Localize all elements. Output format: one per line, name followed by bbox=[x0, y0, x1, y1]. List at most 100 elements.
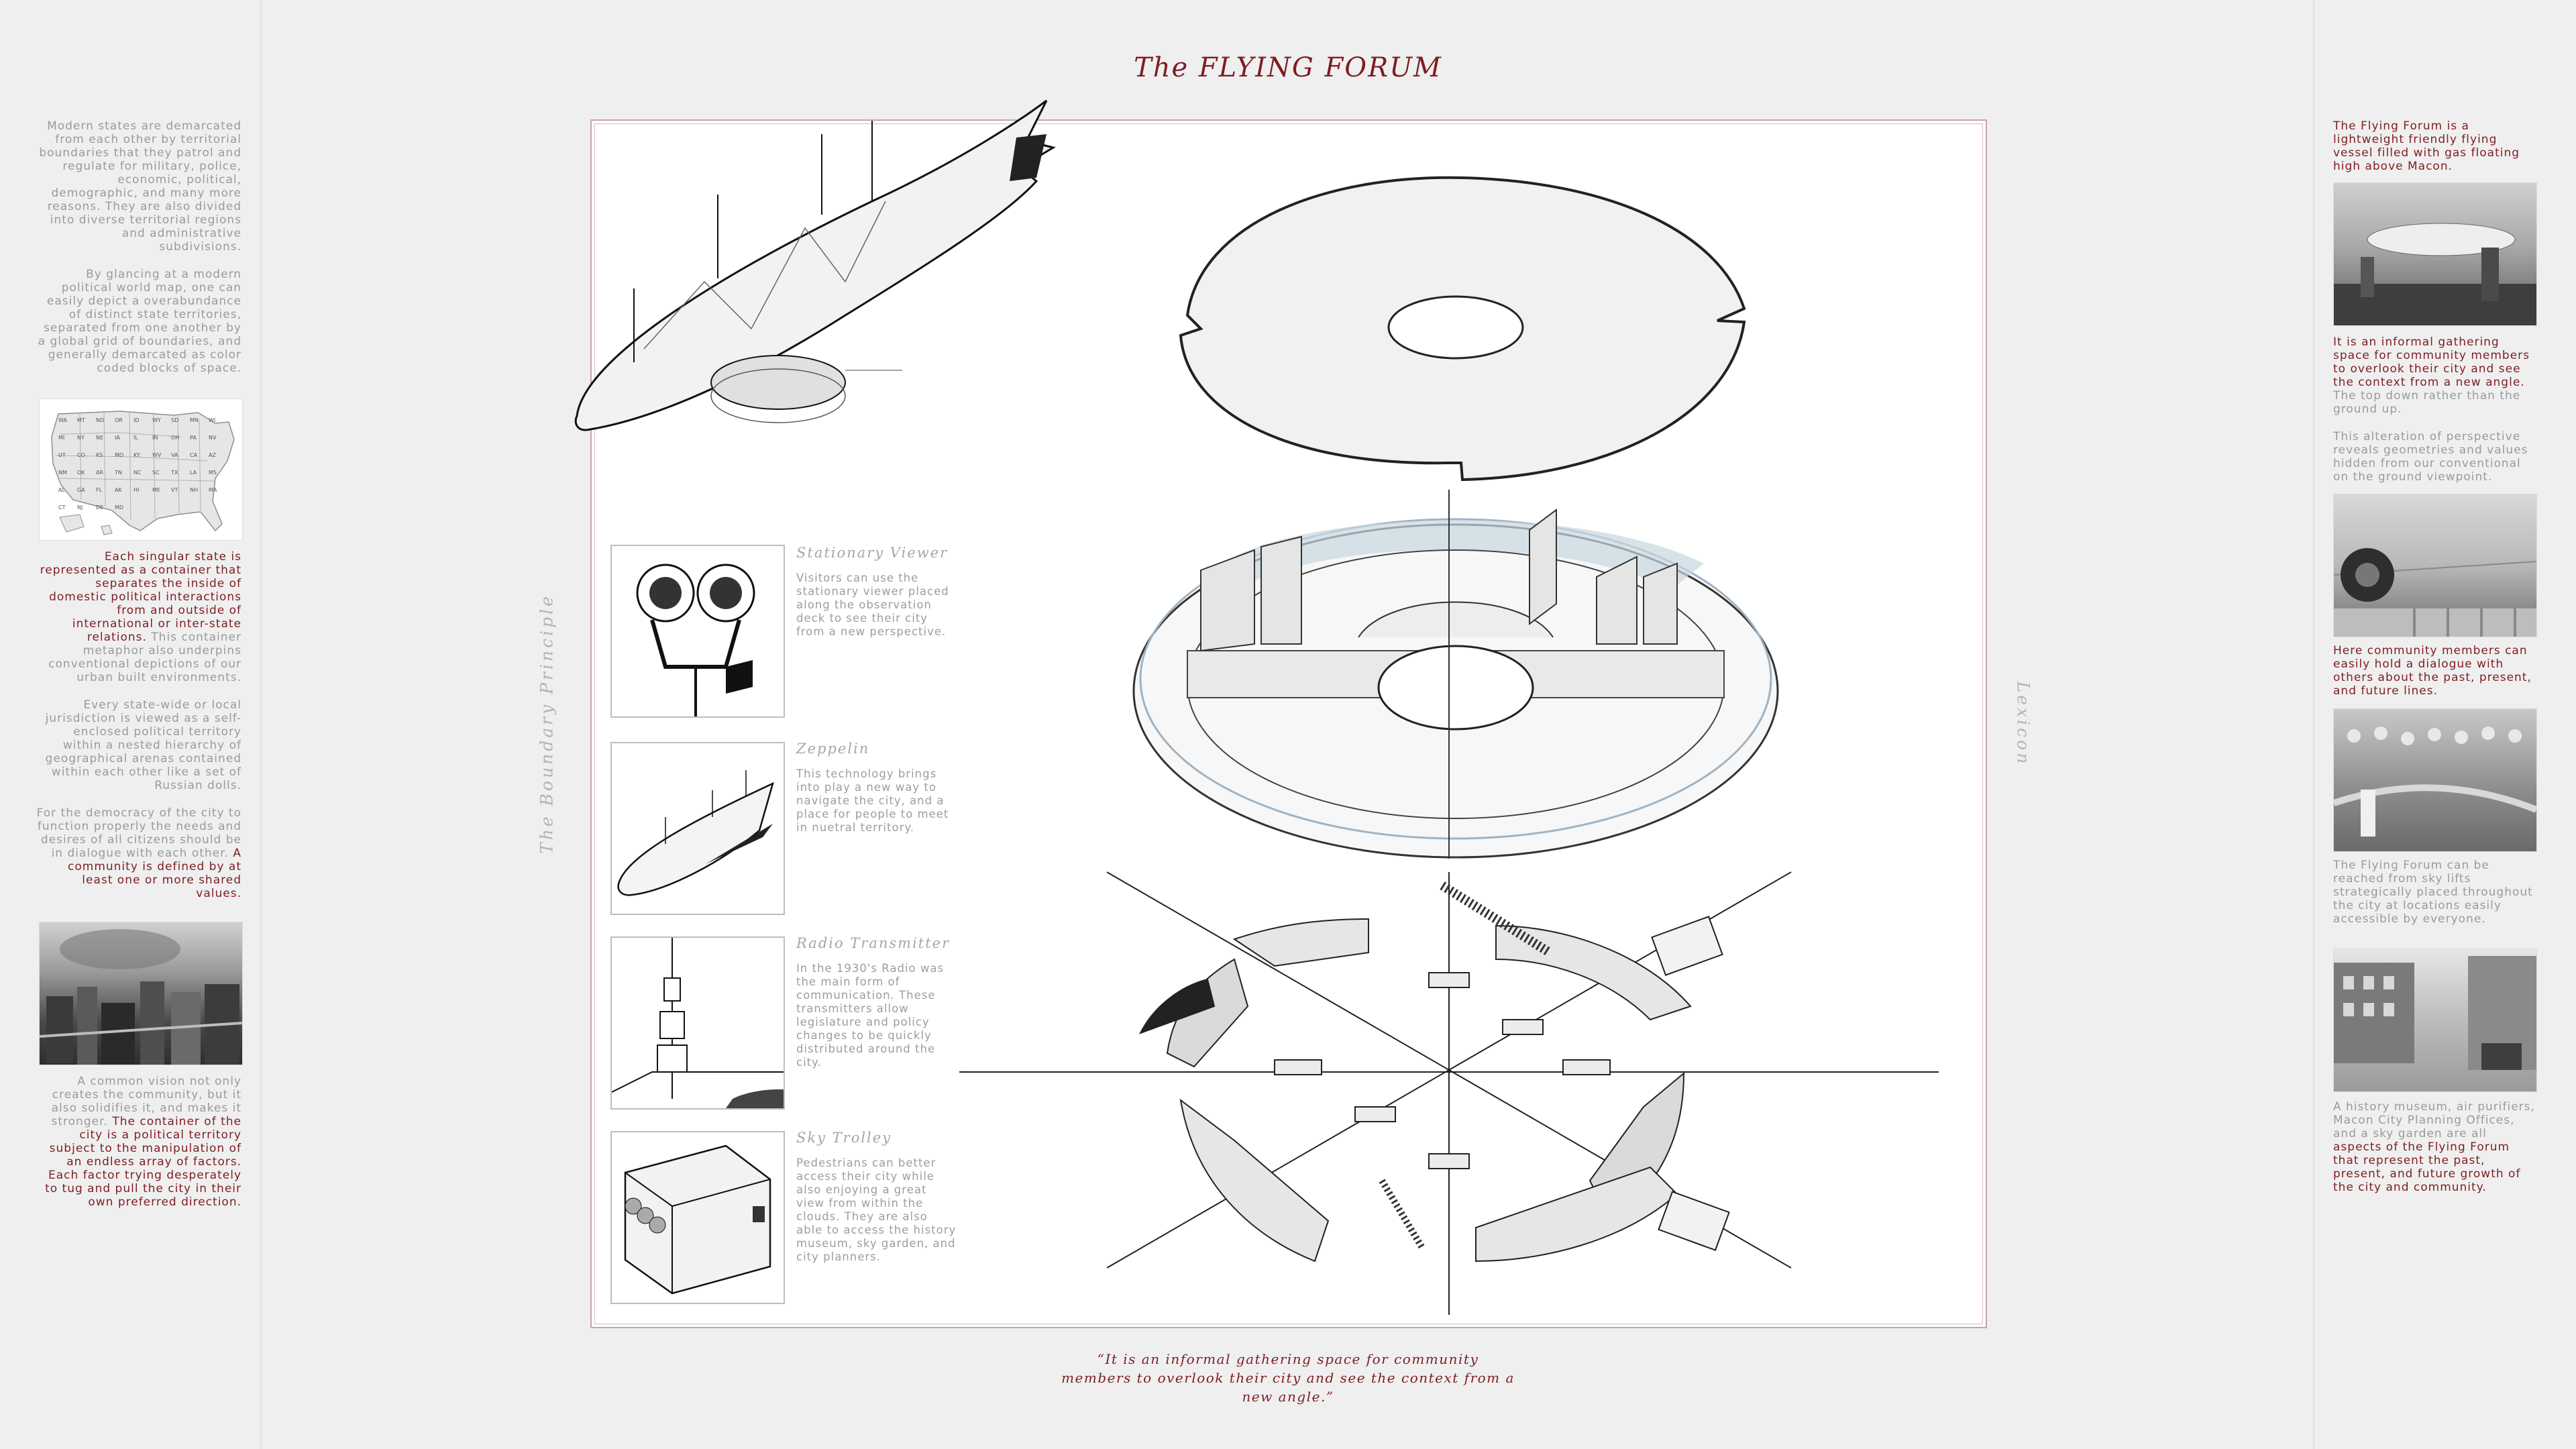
left-paragraph-6-body: A common vision not only creates the com… bbox=[51, 1075, 241, 1128]
left-paragraph-5: For the democracy of the city to functio… bbox=[36, 806, 241, 900]
right-paragraph-4: Here community members can easily hold a… bbox=[2333, 644, 2532, 698]
map-state-label: WA bbox=[58, 417, 67, 423]
boundary-principle-column-3: A common vision not only creates the com… bbox=[36, 1075, 241, 1223]
left-paragraph-2: By glancing at a modern political world … bbox=[38, 268, 241, 375]
map-state-label: MA bbox=[209, 487, 217, 493]
assembly-gathering-photo bbox=[2333, 708, 2537, 852]
boundary-principle-column-2: Each singular state is represented as a … bbox=[36, 550, 241, 914]
map-state-label: OR bbox=[115, 417, 123, 423]
map-state-label: MS bbox=[209, 470, 217, 476]
map-state-label: MN bbox=[190, 417, 199, 423]
lexicon-column-3: Here community members can easily hold a… bbox=[2333, 644, 2536, 712]
map-state-label: GA bbox=[77, 487, 85, 493]
map-state-label: NY bbox=[77, 435, 85, 441]
map-state-label: WV bbox=[152, 452, 162, 458]
left-divider bbox=[260, 0, 262, 1449]
sky-trolley-icon bbox=[624, 1144, 771, 1295]
map-state-label: PA bbox=[190, 435, 197, 441]
zeppelin-text: This technology brings into play a new w… bbox=[796, 767, 949, 834]
right-paragraph-2-highlight: It is an informal gathering space for co… bbox=[2333, 335, 2530, 389]
right-paragraph-6: A history museum, air purifiers, Macon C… bbox=[2333, 1100, 2536, 1194]
map-state-label: NC bbox=[133, 470, 142, 476]
map-state-label: AR bbox=[96, 470, 103, 476]
stationary-viewer-text: Visitors can use the stationary viewer p… bbox=[796, 572, 949, 638]
map-state-label: TX bbox=[170, 470, 178, 476]
binocular-viewer-photo bbox=[2333, 494, 2537, 637]
map-state-label: OH bbox=[171, 435, 179, 441]
left-paragraph-5-highlight: A community is defined by at least one o… bbox=[68, 847, 241, 900]
map-state-label: WY bbox=[152, 417, 161, 423]
map-state-label: LA bbox=[190, 470, 197, 476]
left-paragraph-5-body: For the democracy of the city to functio… bbox=[36, 806, 241, 860]
left-paragraph-1: Modern states are demarcated from each o… bbox=[39, 119, 241, 254]
street-photo-drawing bbox=[2334, 956, 2536, 1070]
map-state-label: MO bbox=[115, 452, 123, 458]
map-state-label: AZ bbox=[209, 452, 216, 458]
zeppelin-drawing bbox=[574, 99, 1056, 431]
lexicon-column-5: A history museum, air purifiers, Macon C… bbox=[2333, 1100, 2536, 1208]
map-state-label: FL bbox=[96, 487, 103, 493]
map-state-label: NV bbox=[209, 435, 217, 441]
right-divider bbox=[2313, 0, 2314, 1449]
lexicon-column-2: It is an informal gathering space for co… bbox=[2333, 335, 2536, 498]
right-paragraph-3: This alteration of perspective reveals g… bbox=[2333, 430, 2528, 484]
right-paragraph-1: The Flying Forum is a lightweight friend… bbox=[2333, 119, 2520, 173]
assembly-photo-drawing bbox=[2334, 727, 2536, 837]
zeppelin-photo-drawing bbox=[2334, 223, 2536, 325]
stationary-viewer-card bbox=[610, 545, 785, 718]
zeppelin-heading: Zeppelin bbox=[796, 741, 870, 757]
zeppelin-card bbox=[610, 742, 785, 915]
lexicon-column: The Flying Forum is a lightweight friend… bbox=[2333, 119, 2536, 187]
map-state-label: KS bbox=[96, 452, 103, 458]
map-state-label: ME bbox=[152, 487, 160, 493]
map-state-label: CT bbox=[58, 504, 66, 511]
map-state-label: IN bbox=[152, 435, 158, 441]
roof-disk bbox=[1179, 176, 1746, 482]
map-state-label: MD bbox=[115, 504, 123, 511]
map-state-label: MI bbox=[58, 435, 64, 441]
sky-trolley-card bbox=[610, 1131, 785, 1304]
observation-deck bbox=[1132, 490, 1779, 859]
map-state-label: TN bbox=[114, 470, 122, 476]
map-state-label: NE bbox=[96, 435, 103, 441]
map-state-label: CO bbox=[77, 452, 85, 458]
sky-trolley-heading: Sky Trolley bbox=[796, 1130, 892, 1146]
museum-level bbox=[959, 871, 1939, 1315]
radio-transmitter-text: In the 1930's Radio was the main form of… bbox=[796, 962, 945, 1069]
map-state-label: ID bbox=[133, 417, 140, 423]
lexicon-column-4: The Flying Forum can be reached from sky… bbox=[2333, 859, 2536, 940]
right-paragraph-6-highlight: aspects of the Flying Forum that represe… bbox=[2333, 1140, 2521, 1194]
map-state-label: IA bbox=[115, 435, 120, 441]
left-paragraph-3-body: This container metaphor also underpins c… bbox=[48, 631, 241, 684]
map-state-label: DE bbox=[96, 504, 103, 511]
right-paragraph-2-body: The top down rather than the ground up. bbox=[2333, 389, 2521, 416]
map-state-label: AK bbox=[115, 487, 122, 493]
left-paragraph-6-highlight: The container of the city is a political… bbox=[45, 1115, 241, 1209]
right-paragraph-6-body: A history museum, air purifiers, Macon C… bbox=[2333, 1100, 2535, 1140]
street-trolley-photo bbox=[2333, 949, 2537, 1092]
map-state-label: IL bbox=[133, 435, 138, 441]
map-state-label: VT bbox=[171, 487, 178, 493]
pull-quote: “It is an informal gathering space for c… bbox=[1061, 1351, 1515, 1405]
radio-transmitter-icon bbox=[612, 938, 784, 1108]
left-paragraph-3-highlight: Each singular state is represented as a … bbox=[40, 550, 241, 644]
map-state-label: NJ bbox=[77, 504, 83, 511]
radio-transmitter-heading: Radio Transmitter bbox=[796, 935, 951, 951]
right-paragraph-5: The Flying Forum can be reached from sky… bbox=[2333, 859, 2533, 926]
stationary-viewer-icon bbox=[636, 564, 755, 716]
map-state-label: KY bbox=[133, 452, 140, 458]
sky-trolley-text: Pedestrians can better access their city… bbox=[796, 1157, 957, 1263]
left-paragraph-3: Each singular state is represented as a … bbox=[36, 550, 241, 684]
right-paragraph-2: It is an informal gathering space for co… bbox=[2333, 335, 2536, 416]
map-state-label: AL bbox=[58, 487, 65, 493]
map-state-label: ND bbox=[96, 417, 104, 423]
page-title: The FLYING FORUM bbox=[1134, 52, 1442, 83]
map-state-label: UT bbox=[58, 452, 66, 458]
map-state-label: OK bbox=[77, 470, 85, 476]
city-aerial-drawing bbox=[40, 929, 242, 1065]
stationary-viewer-heading: Stationary Viewer bbox=[796, 545, 949, 561]
map-state-label: SD bbox=[171, 417, 178, 423]
